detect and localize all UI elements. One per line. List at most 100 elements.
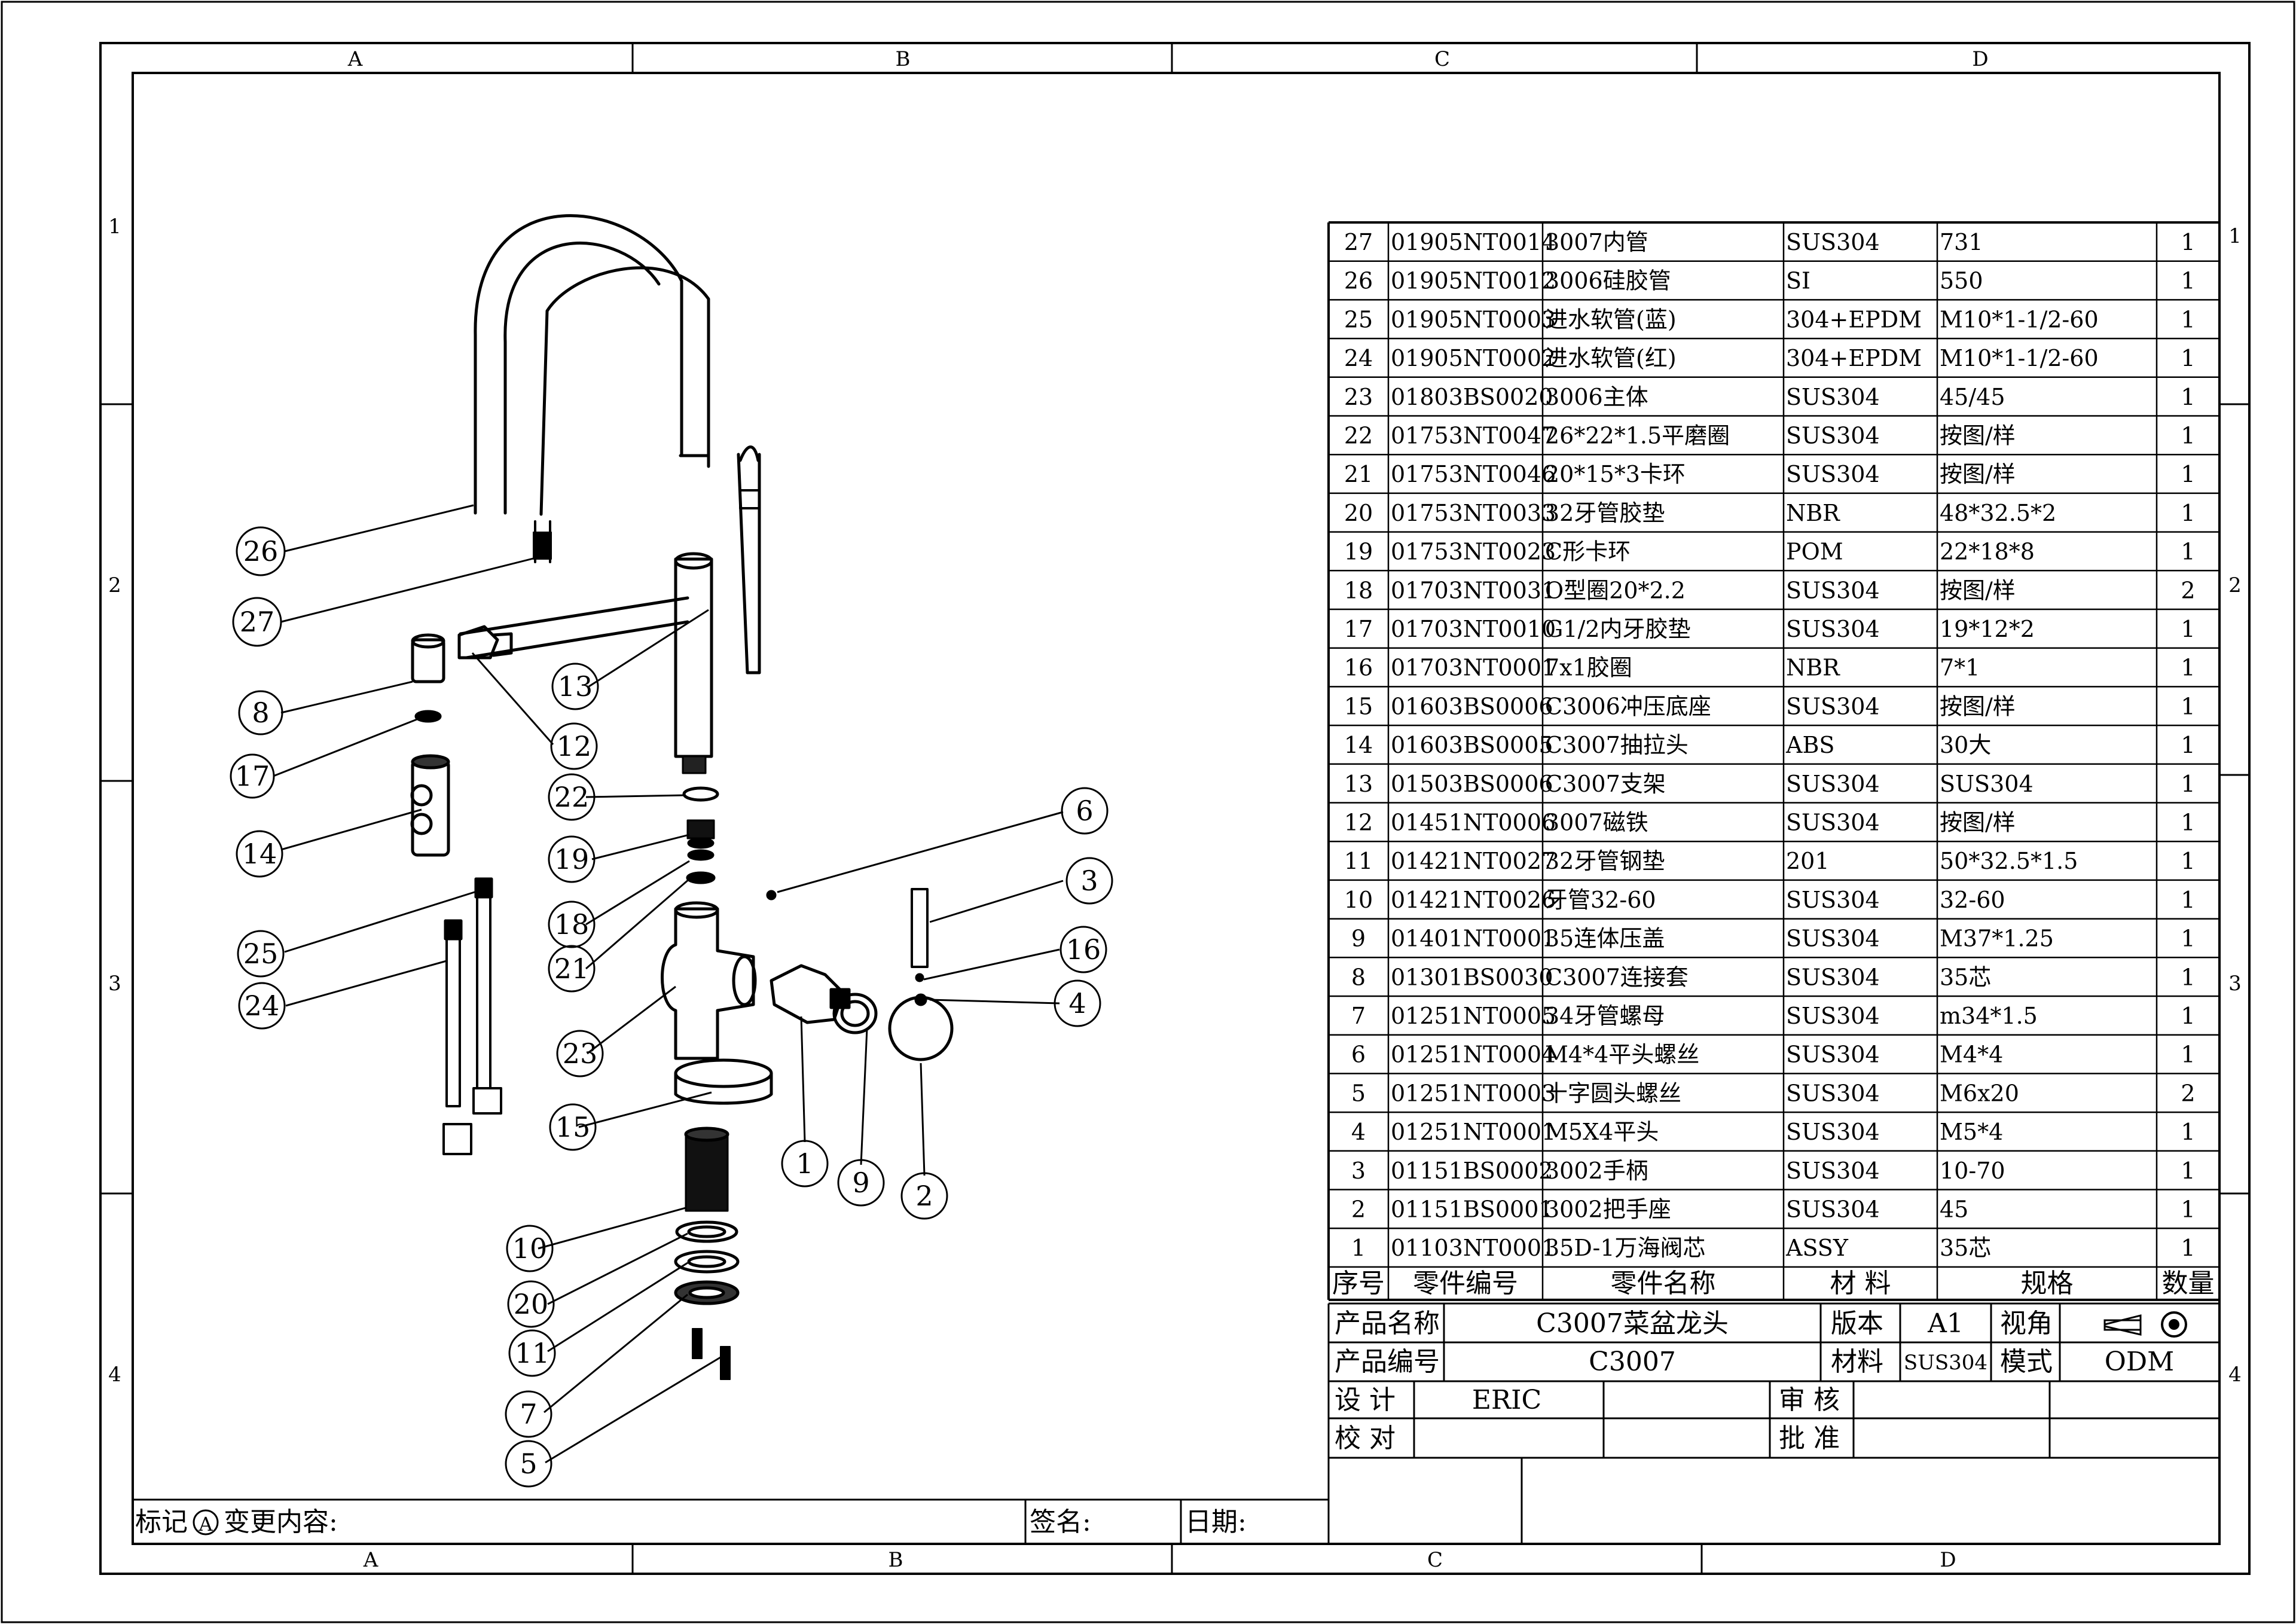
balloon-16: 16 xyxy=(1060,926,1107,973)
bom-cell-part-no: 01753NT0046 xyxy=(1391,461,1556,487)
change-label: 变更内容: xyxy=(224,1507,338,1537)
bom-cell-no: 13 xyxy=(1344,771,1373,797)
view-label: 视角 xyxy=(2000,1308,2053,1339)
balloon-1: 1 xyxy=(781,1140,829,1188)
svg-text:20: 20 xyxy=(514,1288,549,1320)
bom-cell-part-no: 01151BS0002 xyxy=(1391,1158,1553,1184)
balloon-22: 22 xyxy=(548,773,596,821)
bom-cell-material: 304+EPDM xyxy=(1786,345,1922,371)
bom-cell-part-no: 01753NT0023 xyxy=(1391,539,1556,565)
bom-cell-part-no: 01905NT0002 xyxy=(1391,345,1556,371)
product-code: C3007 xyxy=(1589,1347,1676,1377)
bom-cell-qty: 2 xyxy=(2181,577,2195,603)
title-block: 产品名称 C3007菜盆龙头 版本 A1 视角 产品编号 C3007 材料 SU… xyxy=(1327,1302,2219,1544)
balloon-13: 13 xyxy=(551,663,599,710)
bom-cell-material: SUS304 xyxy=(1786,384,1880,410)
bom-cell-material: SUS304 xyxy=(1786,461,1880,487)
balloon-2: 2 xyxy=(900,1172,948,1220)
bom-cell-qty: 1 xyxy=(2181,1235,2195,1261)
balloon-10: 10 xyxy=(506,1225,554,1272)
version-label: 版本 xyxy=(1831,1308,1883,1339)
balloon-21: 21 xyxy=(548,945,596,993)
balloon-set: 26 27 8 17 14 25 24 13 12 22 19 18 21 23… xyxy=(230,526,1113,1488)
bom-cell-name: 32牙管钢垫 xyxy=(1545,848,1665,874)
version-value: A1 xyxy=(1927,1308,1964,1339)
bom-cell-name: 35连体压盖 xyxy=(1545,926,1665,952)
bom-cell-spec: 48*32.5*2 xyxy=(1940,500,2056,526)
bom-cell-no: 4 xyxy=(1351,1119,1366,1145)
bom-cell-qty: 1 xyxy=(2181,229,2195,255)
bom-cell-name: G1/2内牙胶垫 xyxy=(1545,616,1691,642)
bom-cell-part-no: 01301BS0030 xyxy=(1391,964,1553,990)
bom-cell-qty: 1 xyxy=(2181,539,2195,565)
bom-cell-material: SUS304 xyxy=(1786,1003,1880,1029)
svg-text:26: 26 xyxy=(243,535,279,567)
bom-cell-no: 3 xyxy=(1351,1158,1366,1184)
bom-cell-material: SUS304 xyxy=(1786,1119,1880,1145)
bom-cell-qty: 1 xyxy=(2181,616,2195,642)
bom-cell-no: 19 xyxy=(1344,539,1373,565)
designer-name: ERIC xyxy=(1472,1385,1541,1415)
svg-text:27: 27 xyxy=(240,606,275,638)
exploded-view xyxy=(410,214,954,1380)
bom-cell-spec: 550 xyxy=(1940,268,1983,294)
bom-cell-material: SUS304 xyxy=(1786,229,1880,255)
bom-cell-spec: M37*1.25 xyxy=(1940,926,2054,952)
zone-row-3: 3 xyxy=(108,972,121,996)
svg-text:25: 25 xyxy=(243,938,279,970)
outer-border xyxy=(99,42,2251,1575)
bom-cell-no: 26 xyxy=(1344,268,1373,294)
svg-text:2: 2 xyxy=(915,1180,933,1212)
bom-cell-spec: 45 xyxy=(1940,1196,1968,1223)
balloon-12: 12 xyxy=(550,722,598,770)
bom-cell-no: 12 xyxy=(1344,810,1373,836)
bom-cell-no: 8 xyxy=(1351,964,1366,990)
date-label: 日期: xyxy=(1185,1507,1247,1537)
bom-cell-qty: 1 xyxy=(2181,461,2195,487)
bom-cell-qty: 1 xyxy=(2181,926,2195,952)
bom-cell-spec: 10-70 xyxy=(1940,1158,2005,1184)
bom-cell-no: 5 xyxy=(1351,1080,1366,1106)
bom-cell-name: 3007内管 xyxy=(1545,229,1648,255)
balloon-19: 19 xyxy=(548,835,596,883)
balloon-5: 5 xyxy=(505,1440,552,1488)
bom-cell-name: 十字圆头螺丝 xyxy=(1545,1080,1681,1106)
bom-cell-material: ABS xyxy=(1785,732,1834,758)
bom-cell-material: SUS304 xyxy=(1786,423,1880,449)
bom-cell-material: SUS304 xyxy=(1786,1042,1880,1068)
zone-grid xyxy=(100,43,2249,1574)
svg-text:8: 8 xyxy=(252,697,269,729)
bom-cell-name: 35D-1万海阀芯 xyxy=(1545,1235,1706,1261)
svg-text:15: 15 xyxy=(555,1111,591,1143)
bom-cell-part-no: 01905NT0014 xyxy=(1391,229,1556,255)
bom-cell-no: 14 xyxy=(1344,732,1373,758)
bom-cell-part-no: 01753NT0047 xyxy=(1391,423,1556,449)
bom-header-part-no: 零件编号 xyxy=(1413,1268,1518,1299)
bom-cell-spec: M10*1-1/2-60 xyxy=(1940,345,2099,371)
bom-cell-name: 20*15*3卡环 xyxy=(1545,461,1686,487)
bom-cell-spec: 731 xyxy=(1940,229,1983,255)
bom-cell-qty: 1 xyxy=(2181,732,2195,758)
sign-label: 签名: xyxy=(1030,1507,1091,1537)
bom-cell-part-no: 01905NT0012 xyxy=(1391,268,1556,294)
bom-cell-material: SUS304 xyxy=(1786,1080,1880,1106)
svg-text:21: 21 xyxy=(554,953,590,985)
zone-row-1: 1 xyxy=(108,215,121,239)
zone-col-a: A xyxy=(347,47,363,71)
bom-cell-qty: 1 xyxy=(2181,887,2195,913)
svg-text:12: 12 xyxy=(557,730,592,762)
revision-bar: 标记 A 变更内容: 签名: 日期: xyxy=(133,1498,1330,1544)
bom-cell-qty: 1 xyxy=(2181,693,2195,719)
bom-cell-part-no: 01703NT0001 xyxy=(1391,655,1556,681)
balloon-18: 18 xyxy=(548,900,596,948)
leader-lines xyxy=(273,504,1064,1464)
svg-text:5: 5 xyxy=(520,1448,537,1480)
bom-cell-part-no: 01251NT0001 xyxy=(1391,1119,1556,1145)
bom-cell-qty: 1 xyxy=(2181,1003,2195,1029)
bom-cell-spec: 按图/样 xyxy=(1940,577,2016,603)
mark-label: 标记 xyxy=(135,1507,188,1537)
balloon-15: 15 xyxy=(549,1103,597,1151)
bom-header-qty: 数量 xyxy=(2162,1268,2215,1299)
bom-cell-part-no: 01503BS0006 xyxy=(1391,771,1553,797)
svg-text:22: 22 xyxy=(554,781,590,813)
